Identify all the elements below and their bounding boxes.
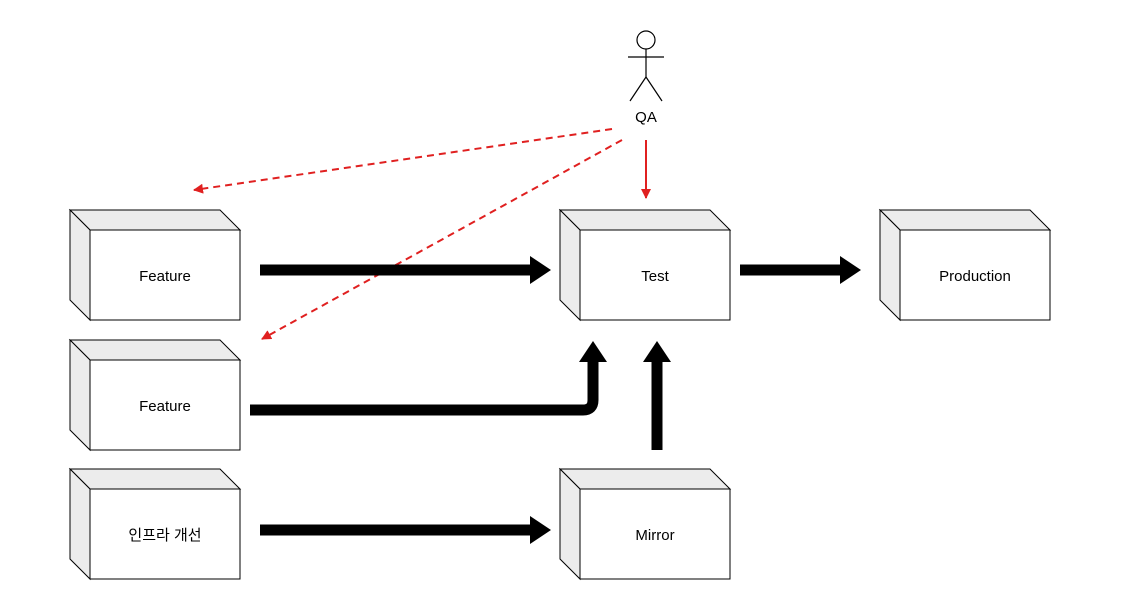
mirror-box: Mirror — [558, 467, 732, 581]
test-label: Test — [641, 268, 669, 285]
stick-figure-icon — [628, 30, 664, 102]
feature-2-to-test-arrow — [250, 341, 607, 416]
mirror-to-test-arrow — [643, 341, 671, 450]
test-to-production-arrow — [740, 256, 861, 284]
qa-to-feature-2-dashed-arrow — [261, 139, 623, 340]
flow-arrows — [250, 256, 861, 544]
feature-1-box: Feature — [68, 208, 242, 322]
infra-to-mirror-arrow — [260, 516, 551, 544]
mirror-label: Mirror — [635, 527, 674, 544]
test-box: Test — [558, 208, 732, 322]
qa-label: QA — [635, 109, 657, 126]
qa-actor: QA — [628, 30, 664, 126]
feature-1-to-test-arrow — [260, 256, 551, 284]
qa-to-feature-1-dashed-arrow — [193, 128, 613, 194]
feature-2-label: Feature — [139, 398, 191, 415]
feature-1-label: Feature — [139, 268, 191, 285]
infra-improvement-box: 인프라 개선 — [68, 467, 242, 581]
feature-2-box: Feature — [68, 338, 242, 452]
infra-improvement-label: 인프라 개선 — [128, 527, 201, 544]
qa-arrows — [193, 128, 651, 340]
production-label: Production — [939, 268, 1011, 285]
production-box: Production — [878, 208, 1052, 322]
